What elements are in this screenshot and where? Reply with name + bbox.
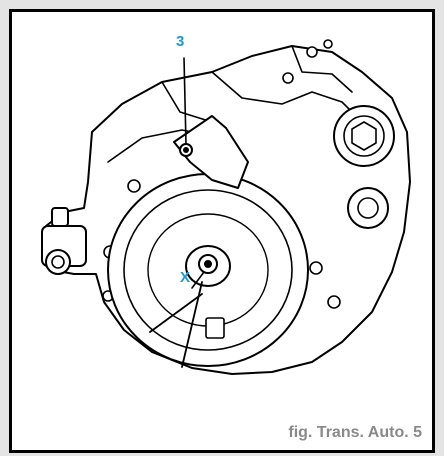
output-boss-inner — [357, 197, 379, 219]
measure-line-2 — [181, 281, 203, 368]
casting-ribs — [161, 45, 373, 133]
input-shaft-center — [204, 260, 212, 268]
left-fitting-port — [45, 249, 71, 275]
hex-plug-icon — [351, 121, 377, 151]
figure-caption: fig. Trans. Auto. 5 — [288, 424, 422, 441]
figure-frame: 3 X fig. Trans. Auto. 5 — [9, 9, 435, 453]
output-boss — [347, 187, 389, 229]
callout-bolt-label: 3 — [176, 33, 185, 50]
left-fitting-port-inner — [51, 255, 65, 269]
left-fitting-top — [51, 207, 69, 227]
torque-converter-ring-1 — [123, 189, 293, 351]
leader-line-x — [191, 271, 205, 289]
measure-line-1 — [149, 293, 203, 333]
transmission-drawing — [41, 39, 411, 375]
bracket-bolt-center — [183, 147, 189, 153]
drive-lug — [205, 317, 225, 339]
retaining-bracket — [173, 115, 249, 189]
leader-line-3 — [183, 57, 187, 145]
callout-shaft-label: X — [180, 269, 191, 286]
side-cover-inner — [343, 115, 385, 157]
